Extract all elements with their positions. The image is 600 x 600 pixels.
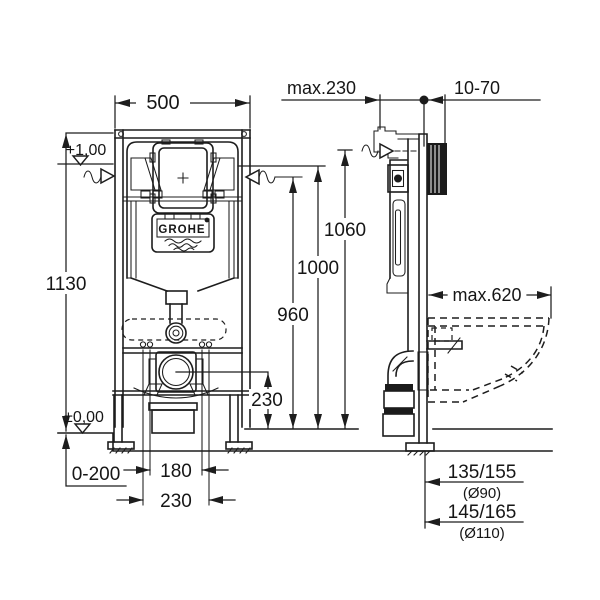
dim-foot-adjust: 0-200 [62,434,127,487]
svg-text:max.620: max.620 [452,285,521,305]
dim-bolt-spacing-outer: 230 [116,491,236,512]
squiggle-arrow-side [361,144,379,158]
svg-text:230: 230 [251,390,283,411]
svg-text:+1,00: +1,00 [66,142,107,159]
svg-text:(Ø90): (Ø90) [463,485,501,502]
svg-text:180: 180 [160,461,192,482]
svg-text:1130: 1130 [46,274,87,295]
svg-text:145/165: 145/165 [448,502,517,523]
svg-text:±0,00: ±0,00 [64,409,104,426]
wall-surface-dot [419,95,429,105]
svg-text:(Ø110): (Ø110) [459,525,505,542]
svg-text:960: 960 [277,305,309,326]
level-floor: ±0,00 [64,409,104,435]
outlet-bend [382,350,429,437]
dim-wall-distance: 10-70 [419,78,500,147]
dashed-slot [121,318,227,341]
toilet-bowl-outline [427,317,550,403]
svg-text:max.230: max.230 [287,78,356,98]
outlet-assembly [133,351,219,434]
svg-text:1000: 1000 [297,258,339,279]
side-view-frame [373,126,463,456]
wall-anchor-block [427,143,447,195]
brand-logo-text: GROHE [158,224,205,236]
svg-text:10-70: 10-70 [454,78,500,98]
squiggle-arrow-left [83,170,102,184]
front-view-frame: GROHE [107,129,253,506]
wave-icon [164,238,202,244]
dim-outlet-height: 230 [175,371,287,429]
floor-lines [57,428,553,452]
brand-logo-plate: GROHE [151,213,215,253]
dim-height-960: 960 [274,177,312,429]
fixing-bolt-rods [142,349,210,506]
dim-height-1060: 1060 [322,149,368,429]
svg-text:230: 230 [160,491,192,512]
dim-outlet-110: 145/165 (Ø110) [424,502,524,542]
foot-plate-right [225,441,253,450]
level-supply: +1,00 [57,142,114,167]
dim-bolt-spacing-inner: 180 [123,461,229,482]
dim-bowl-max-depth: max.620 [428,285,552,319]
dim-outlet-90: 135/155 (Ø90) [424,451,524,529]
water-supply-arrows [83,142,420,186]
svg-text:500: 500 [146,92,179,114]
registered-mark-dot [204,217,210,223]
svg-text:135/155: 135/155 [448,462,517,483]
svg-text:0-200: 0-200 [72,464,121,485]
dim-frame-height: 1130 [43,132,114,432]
access-opening [149,139,217,220]
svg-text:1060: 1060 [324,220,366,241]
foot-plate-left [107,441,135,450]
dim-frame-width: 500 [114,91,251,129]
supply-fitting-dot [394,174,402,183]
flush-pipe-connector [165,322,187,344]
dim-height-1000: 1000 [237,165,341,429]
squiggle-arrow-right [258,170,303,184]
dim-max-depth: max.230 [281,78,541,130]
foot-plate-side [405,442,435,452]
